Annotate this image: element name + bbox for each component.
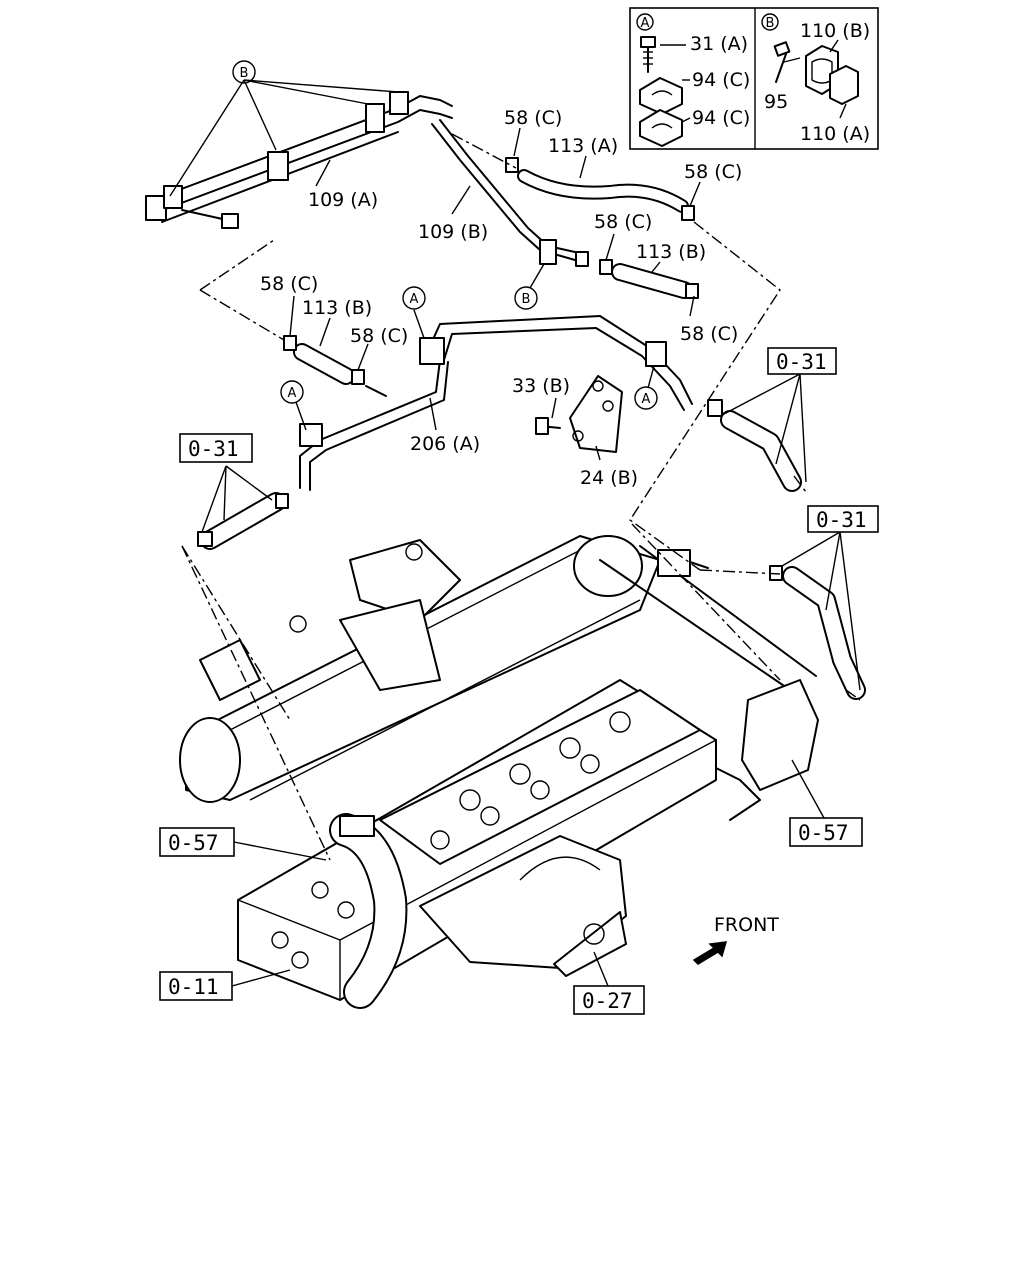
pipe-109a [145,91,453,229]
ref-0-27-label: 0-27 [582,989,633,1013]
inset-box: A 31 (A) 94 (C) 94 (C) B 110 (B) [629,7,879,150]
clamp-94c-lower [639,109,683,147]
ref-0-31-upper-right-label: 0-31 [776,350,827,374]
marker-a-top: A [402,286,426,310]
label-206a: 206 (A) [410,433,480,455]
egr-pipe-right [599,545,819,821]
clamp-94c-upper [639,77,683,115]
egr-pipe-left [329,813,408,1009]
label-113b-right: 113 (B) [636,241,706,263]
label-110b: 110 (B) [800,20,870,42]
label-95: 95 [764,91,788,113]
label-31a: 31 (A) [690,33,748,55]
ref-0-57-right: 0-57 [789,817,863,847]
label-58c-1: 58 (C) [504,107,562,129]
leader-lines [169,79,861,987]
label-58c-6: 58 (C) [350,325,408,347]
marker-b-top-label: B [240,66,249,81]
bolt-95 [773,41,791,83]
ref-0-31-left: 0-31 [179,433,253,463]
marker-b-top: B [232,60,256,84]
hose-0-31-lower-right [769,565,866,700]
pipe-206a [299,315,693,491]
front-label: FRONT [714,914,779,936]
cylinder-head [237,679,717,1001]
label-24b: 24 (B) [580,467,638,489]
inset-marker-a-label: A [641,16,650,31]
label-94c-2: 94 (C) [692,107,750,129]
label-58c-3: 58 (C) [594,211,652,233]
egr-cooler [179,535,661,803]
marker-a-right-label: A [642,392,651,407]
hose-113a [517,169,689,213]
marker-b-mid-label: B [522,292,531,307]
label-94c-1: 94 (C) [692,69,750,91]
label-58c-2: 58 (C) [684,161,742,183]
ref-0-57-left: 0-57 [159,827,235,857]
inset-marker-b [761,13,779,31]
marker-a-left: A [280,380,304,404]
label-110a: 110 (A) [800,123,870,145]
ref-0-57-left-label: 0-57 [168,831,219,855]
phantom-lines [181,133,861,861]
ref-0-11: 0-11 [159,971,233,1001]
marker-a-right: A [634,386,658,410]
pipe-109b [431,119,589,267]
head-holes [271,711,631,969]
bracket-24b [535,375,623,453]
ref-0-11-label: 0-11 [168,975,219,999]
clamps-58c [283,157,699,385]
hose-113b-right [611,263,693,299]
ref-0-57-right-label: 0-57 [798,821,849,845]
label-113b-left: 113 (B) [302,297,372,319]
inset-marker-a [636,13,654,31]
hose-113b-left [293,343,355,385]
label-58c-4: 58 (C) [680,323,738,345]
clamp-110 [805,45,859,105]
label-33b: 33 (B) [512,375,570,397]
marker-b-mid: B [514,286,538,310]
front-arrow-icon [692,941,728,965]
hose-0-31-upper-right [707,399,802,492]
ref-0-27: 0-27 [573,985,645,1015]
ref-0-31-left-label: 0-31 [188,437,239,461]
label-109b: 109 (B) [418,221,488,243]
exhaust-manifold [419,835,627,977]
label-113a: 113 (A) [548,135,618,157]
ref-0-31-lower-right: 0-31 [807,505,879,533]
marker-a-left-label: A [288,386,297,401]
hose-0-31-left [197,492,289,550]
marker-a-top-label: A [410,292,419,307]
bolt-31a [640,36,656,73]
label-58c-5: 58 (C) [260,273,318,295]
inset-marker-b-label: B [766,16,775,31]
ref-0-31-lower-right-label: 0-31 [816,508,867,532]
label-109a: 109 (A) [308,189,378,211]
ref-0-31-upper-right: 0-31 [767,347,837,375]
